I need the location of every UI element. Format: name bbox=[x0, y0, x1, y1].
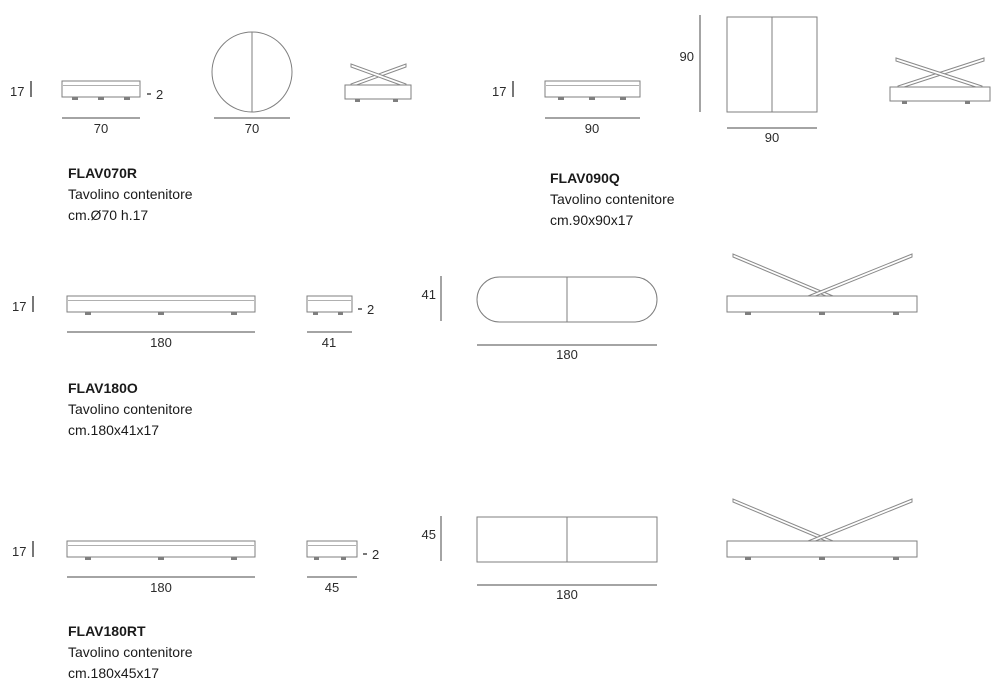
foot bbox=[819, 312, 825, 315]
lid-dim-label: 2 bbox=[367, 302, 374, 317]
depth-dim-label: 45 bbox=[325, 580, 339, 595]
table-box-outline bbox=[61, 80, 141, 98]
table-box-outline bbox=[306, 540, 358, 558]
product-description: Tavolino contenitore bbox=[68, 401, 193, 417]
lid-dim-label: 2 bbox=[156, 87, 163, 102]
width-dim-label: 90 bbox=[585, 121, 599, 136]
product-code: FLAV070R bbox=[68, 165, 137, 181]
table-box-outline bbox=[726, 295, 918, 313]
lid-dim-label: 2 bbox=[372, 547, 379, 562]
table-box-outline bbox=[344, 84, 412, 100]
product-description: Tavolino contenitore bbox=[550, 191, 675, 207]
foot bbox=[745, 557, 751, 560]
height-dim-label: 17 bbox=[10, 84, 24, 99]
foot bbox=[124, 97, 130, 100]
diameter-dim-label: 70 bbox=[245, 121, 259, 136]
flav180rt-top-view: 45 180 bbox=[422, 516, 658, 602]
width-dim-label: 90 bbox=[765, 130, 779, 145]
foot bbox=[620, 97, 626, 100]
product-code: FLAV180O bbox=[68, 380, 138, 396]
width-dim-label: 180 bbox=[150, 335, 172, 350]
height-dim-label: 17 bbox=[12, 544, 26, 559]
foot bbox=[745, 312, 751, 315]
foot bbox=[314, 557, 319, 560]
foot bbox=[893, 312, 899, 315]
open-lid-flap bbox=[807, 253, 913, 300]
flav090q-top-view: 90 90 bbox=[680, 15, 818, 145]
foot bbox=[902, 101, 907, 104]
width-dim-label: 70 bbox=[94, 121, 108, 136]
height-dim-label: 17 bbox=[492, 84, 506, 99]
table-box-outline bbox=[66, 540, 256, 558]
width-dim-label: 180 bbox=[556, 587, 578, 602]
height-dim-label: 17 bbox=[12, 299, 26, 314]
foot bbox=[231, 312, 237, 315]
foot bbox=[85, 557, 91, 560]
flav070r-side-view: 17 2 70 bbox=[10, 80, 163, 136]
depth-dim-label: 41 bbox=[322, 335, 336, 350]
foot bbox=[72, 97, 78, 100]
flav180o-end-view: 2 41 bbox=[306, 295, 374, 350]
foot bbox=[393, 99, 398, 102]
foot bbox=[85, 312, 91, 315]
foot bbox=[558, 97, 564, 100]
product-info-flav070r: FLAV070R Tavolino contenitore cm.Ø70 h.1… bbox=[68, 163, 193, 226]
width-dim-label: 180 bbox=[556, 347, 578, 362]
product-description: Tavolino contenitore bbox=[68, 186, 193, 202]
product-dimensions: cm.180x45x17 bbox=[68, 665, 160, 681]
flav090q-open-view bbox=[889, 57, 991, 104]
flav180o-side-view: 17 180 bbox=[12, 295, 256, 350]
flav180rt-end-view: 2 45 bbox=[306, 540, 379, 595]
product-info-flav180rt: FLAV180RT Tavolino contenitore cm.180x45… bbox=[68, 621, 193, 684]
foot bbox=[231, 557, 237, 560]
foot bbox=[355, 99, 360, 102]
table-box-outline bbox=[66, 295, 256, 313]
flav090q-side-view: 17 90 bbox=[492, 80, 641, 136]
flav180o-open-view bbox=[726, 253, 918, 315]
product-dimensions: cm.Ø70 h.17 bbox=[68, 207, 149, 223]
foot bbox=[819, 557, 825, 560]
foot bbox=[158, 557, 164, 560]
table-box-outline bbox=[726, 540, 918, 558]
foot bbox=[313, 312, 318, 315]
flav180o-top-view: 41 180 bbox=[422, 276, 658, 362]
depth-dim-label: 41 bbox=[422, 287, 436, 302]
depth-dim-label: 45 bbox=[422, 527, 436, 542]
flav180rt-open-view bbox=[726, 498, 918, 560]
product-dimensions: cm.90x90x17 bbox=[550, 212, 634, 228]
product-info-flav180o: FLAV180O Tavolino contenitore cm.180x41x… bbox=[68, 378, 193, 441]
foot bbox=[98, 97, 104, 100]
width-dim-label: 180 bbox=[150, 580, 172, 595]
depth-dim-label: 90 bbox=[680, 49, 694, 64]
table-box-outline bbox=[889, 86, 991, 102]
table-box-outline bbox=[544, 80, 641, 98]
foot bbox=[338, 312, 343, 315]
flav180rt-side-view: 17 180 bbox=[12, 540, 256, 595]
product-info-flav090q: FLAV090Q Tavolino contenitore cm.90x90x1… bbox=[550, 168, 675, 231]
foot bbox=[893, 557, 899, 560]
foot bbox=[341, 557, 346, 560]
product-dimensions: cm.180x41x17 bbox=[68, 422, 160, 438]
product-code: FLAV090Q bbox=[550, 170, 620, 186]
foot bbox=[965, 101, 970, 104]
open-lid-flap bbox=[807, 498, 913, 545]
product-code: FLAV180RT bbox=[68, 623, 146, 639]
flav070r-open-view bbox=[344, 63, 412, 102]
foot bbox=[158, 312, 164, 315]
foot bbox=[589, 97, 595, 100]
product-description: Tavolino contenitore bbox=[68, 644, 193, 660]
flav070r-top-view: 70 bbox=[211, 31, 293, 136]
table-box-outline bbox=[306, 295, 353, 313]
